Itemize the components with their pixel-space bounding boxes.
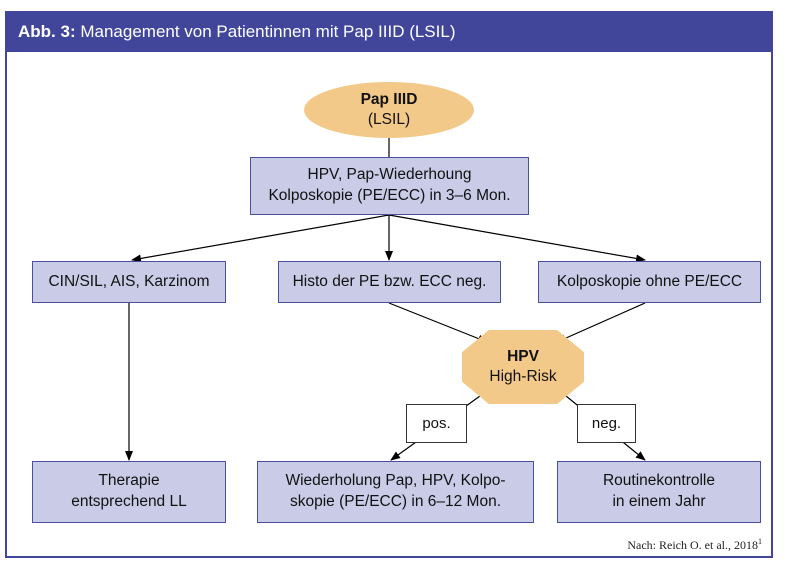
routine-line1: Routinekontrolle: [602, 472, 715, 490]
arrow-step-to-left: [131, 214, 390, 263]
routine-line2: in einem Jahr: [612, 493, 706, 510]
routine-box: Routinekontrolle in einem Jahr: [557, 461, 761, 523]
source-note: Nach: Reich O. et al., 20181: [627, 537, 762, 553]
outcome-left-label: CIN/SIL, AIS, Karzinom: [48, 272, 210, 290]
therapy-box: Therapie entsprechend LL: [32, 461, 226, 523]
arrow-step-to-right: [388, 214, 646, 263]
first-step-box: HPV, Pap-Wiederhoung Kolposkopie (PE/ECC…: [250, 157, 529, 215]
outcome-right-box: Kolposkopie ohne PE/ECC: [538, 261, 761, 303]
branch-label-pos-text: pos.: [422, 415, 451, 432]
source-sup: 1: [758, 537, 762, 546]
outcome-left-box: CIN/SIL, AIS, Karzinom: [32, 261, 226, 303]
start-node: Pap IIID (LSIL): [304, 82, 474, 138]
decision-title: HPV: [507, 347, 539, 365]
outcome-middle-box: Histo der PE bzw. ECC neg.: [278, 261, 501, 303]
arrow-right-to-decision: [556, 302, 646, 343]
outcome-right-label: Kolposkopie ohne PE/ECC: [556, 272, 743, 290]
figure-title: Management von Patientinnen mit Pap IIID…: [80, 22, 456, 41]
branch-label-neg-text: neg.: [591, 415, 622, 432]
start-title: Pap IIID: [360, 90, 418, 108]
outcome-middle-label: Histo der PE bzw. ECC neg.: [292, 272, 487, 290]
repeat-line2: skopie (PE/ECC) in 6–12 Mon.: [289, 493, 502, 510]
start-subtitle: (LSIL): [367, 111, 411, 128]
repeat-box: Wiederholung Pap, HPV, Kolpo- skopie (PE…: [257, 461, 534, 523]
first-step-line1: HPV, Pap-Wiederhoung: [307, 166, 472, 184]
source-text: Nach: Reich O. et al., 2018: [627, 538, 758, 552]
first-step-line2: Kolposkopie (PE/ECC) in 3–6 Mon.: [268, 187, 511, 204]
arrow-middle-to-decision: [388, 302, 488, 343]
decision-subtitle: High-Risk: [489, 368, 557, 385]
therapy-line1: Therapie: [98, 472, 160, 490]
branch-label-pos: pos.: [406, 404, 467, 443]
therapy-line2: entsprechend LL: [71, 493, 187, 510]
figure-header: Abb. 3: Management von Patientinnen mit …: [5, 11, 773, 52]
figure-number: Abb. 3:: [18, 22, 76, 41]
hpv-decision-node: HPV High-Risk: [462, 330, 584, 404]
repeat-line1: Wiederholung Pap, HPV, Kolpo-: [285, 472, 506, 490]
branch-label-neg: neg.: [577, 404, 636, 443]
